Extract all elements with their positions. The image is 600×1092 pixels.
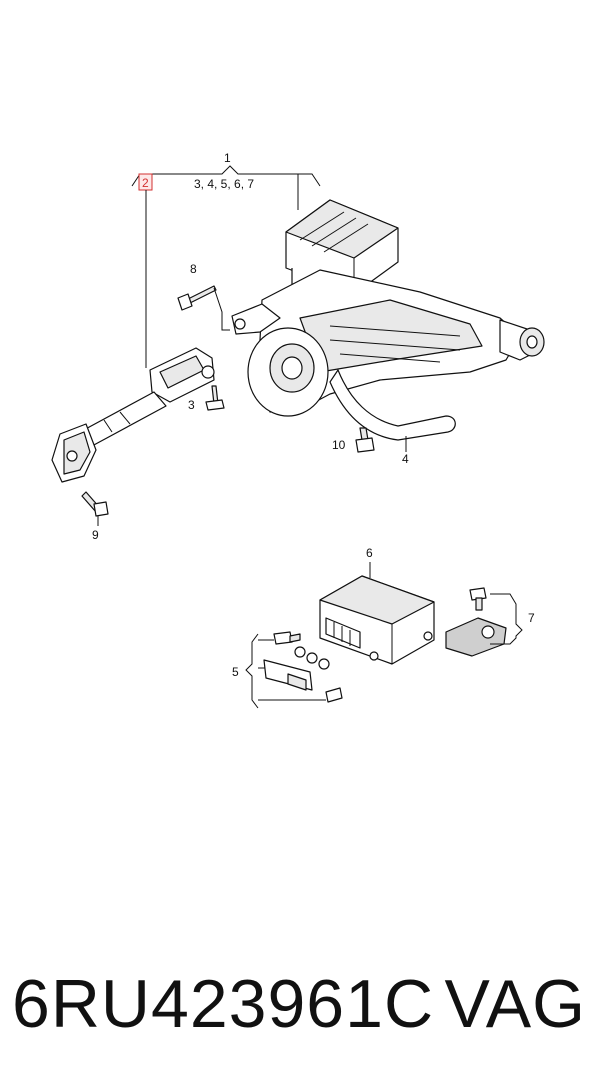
callout-7-bracket [490, 593, 523, 645]
callout-3: 3 [188, 398, 195, 412]
callout-1: 1 [224, 151, 231, 165]
footer: 6RU423961C VAG [0, 965, 600, 1065]
bolt-10 [355, 427, 375, 453]
steering-column-assembly [231, 199, 545, 452]
callout-6: 6 [366, 546, 373, 560]
brand-label: VAG [444, 966, 586, 1042]
callout-7: 7 [528, 611, 535, 625]
bolt-7 [469, 587, 487, 611]
bracket-7 [445, 617, 507, 657]
bolt-8 [177, 285, 217, 311]
bolt-8-guide [213, 287, 230, 331]
control-module-6 [319, 575, 435, 665]
bolt-9 [81, 491, 109, 517]
part-number: 6RU423961C [12, 966, 435, 1042]
bolt-3 [205, 385, 225, 411]
callout-4: 4 [402, 452, 409, 466]
callout-1-subitems: 3, 4, 5, 6, 7 [194, 177, 254, 191]
callout-5: 5 [232, 665, 239, 679]
callout-10: 10 [332, 438, 346, 452]
callout-5-bracket [245, 633, 259, 709]
fasteners-5 [263, 631, 343, 703]
callout-2: 2 [142, 176, 149, 190]
callout-9: 9 [92, 528, 99, 542]
intermediate-shaft [51, 347, 215, 483]
callout-8: 8 [190, 262, 197, 276]
